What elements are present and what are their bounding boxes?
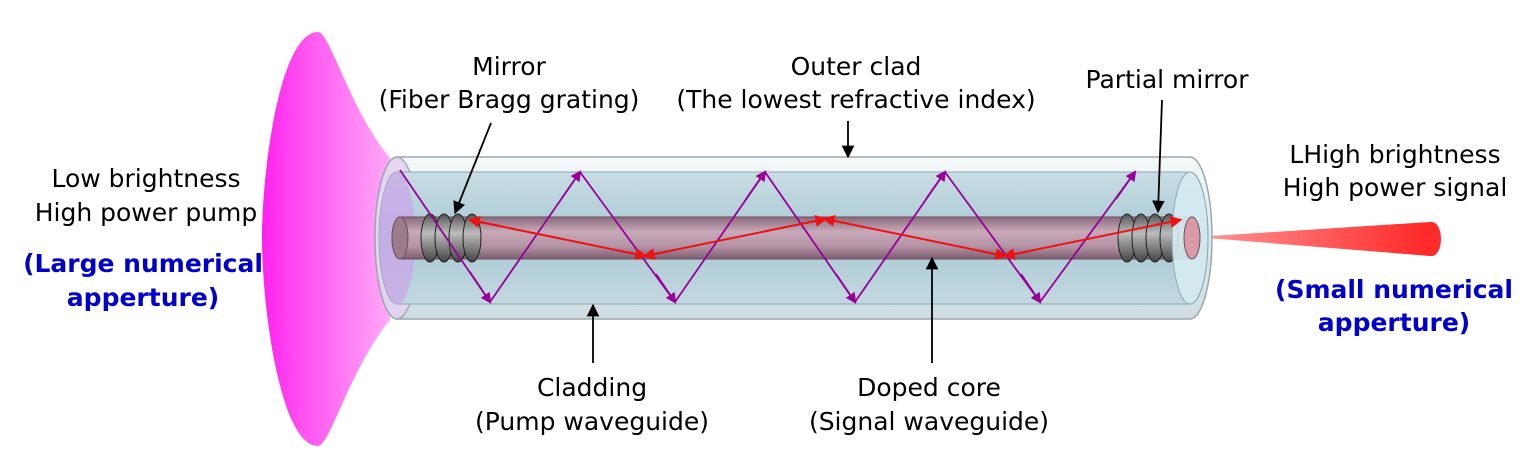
signal-ray-arrow-3 [642,248,671,261]
pump-ray-arrow-1 [469,271,492,304]
mirror-label-line2: (Fiber Bragg grating) [379,85,640,114]
signal-beam-end [1423,222,1441,256]
output-end-face-core [1183,216,1201,260]
signal-rays [467,214,1183,261]
pump-na-label-line2: apperture) [67,283,219,312]
signal-ray-arrow-5 [822,214,851,227]
pump-ray-arrow-3 [655,273,677,304]
pump-label-line2: High power pump [35,198,258,227]
outer-clad-label-line1: Outer clad [791,52,922,81]
signal-beam [1195,222,1441,256]
signal-na-label-line1: (Small numerical [1275,275,1513,304]
mirror-label-line1: Mirror [472,52,546,81]
partial-mirror-label: Partial mirror [1086,65,1250,94]
pump-ray-arrow-2 [561,170,582,199]
pump-na-label-line1: (Large numerical [23,249,263,278]
signal-ray-arrow-4 [799,214,828,227]
core-label-line2: (Signal waveguide) [809,407,1049,436]
signal-label-line1: LHigh brightness [1289,140,1500,169]
mirror-pointer [453,122,492,215]
pump-ray-arrow-6 [925,170,947,200]
signal-ray-arrow-2 [619,248,648,261]
pump-ray-arrow-5 [835,273,857,304]
signal-na-label-line2: apperture) [1318,308,1470,337]
pointer-lines [453,99,1165,363]
signal-ray-arrow-1 [467,215,501,228]
signal-ray-arrow-7 [1002,248,1031,261]
pump-cone [262,32,390,446]
outer-clad-label-line2: (The lowest refractive index) [676,85,1035,114]
signal-label-line2: High power signal [1283,173,1508,202]
cladding-label-line1: Cladding [537,373,647,402]
partial-mirror-pointer [1152,99,1165,214]
pump-ray-arrow-4 [745,170,767,200]
core-label-line1: Doped core [857,373,1001,402]
cladding-label-line2: (Pump waveguide) [475,407,709,436]
pump-label-line1: Low brightness [51,164,240,193]
signal-ray-arrow-8 [1154,215,1183,228]
pump-ray-arrow-8 [1115,170,1137,200]
doped-core [391,216,1201,260]
signal-ray-arrow-6 [979,248,1008,261]
pump-ray-arrow-7 [1020,273,1042,304]
